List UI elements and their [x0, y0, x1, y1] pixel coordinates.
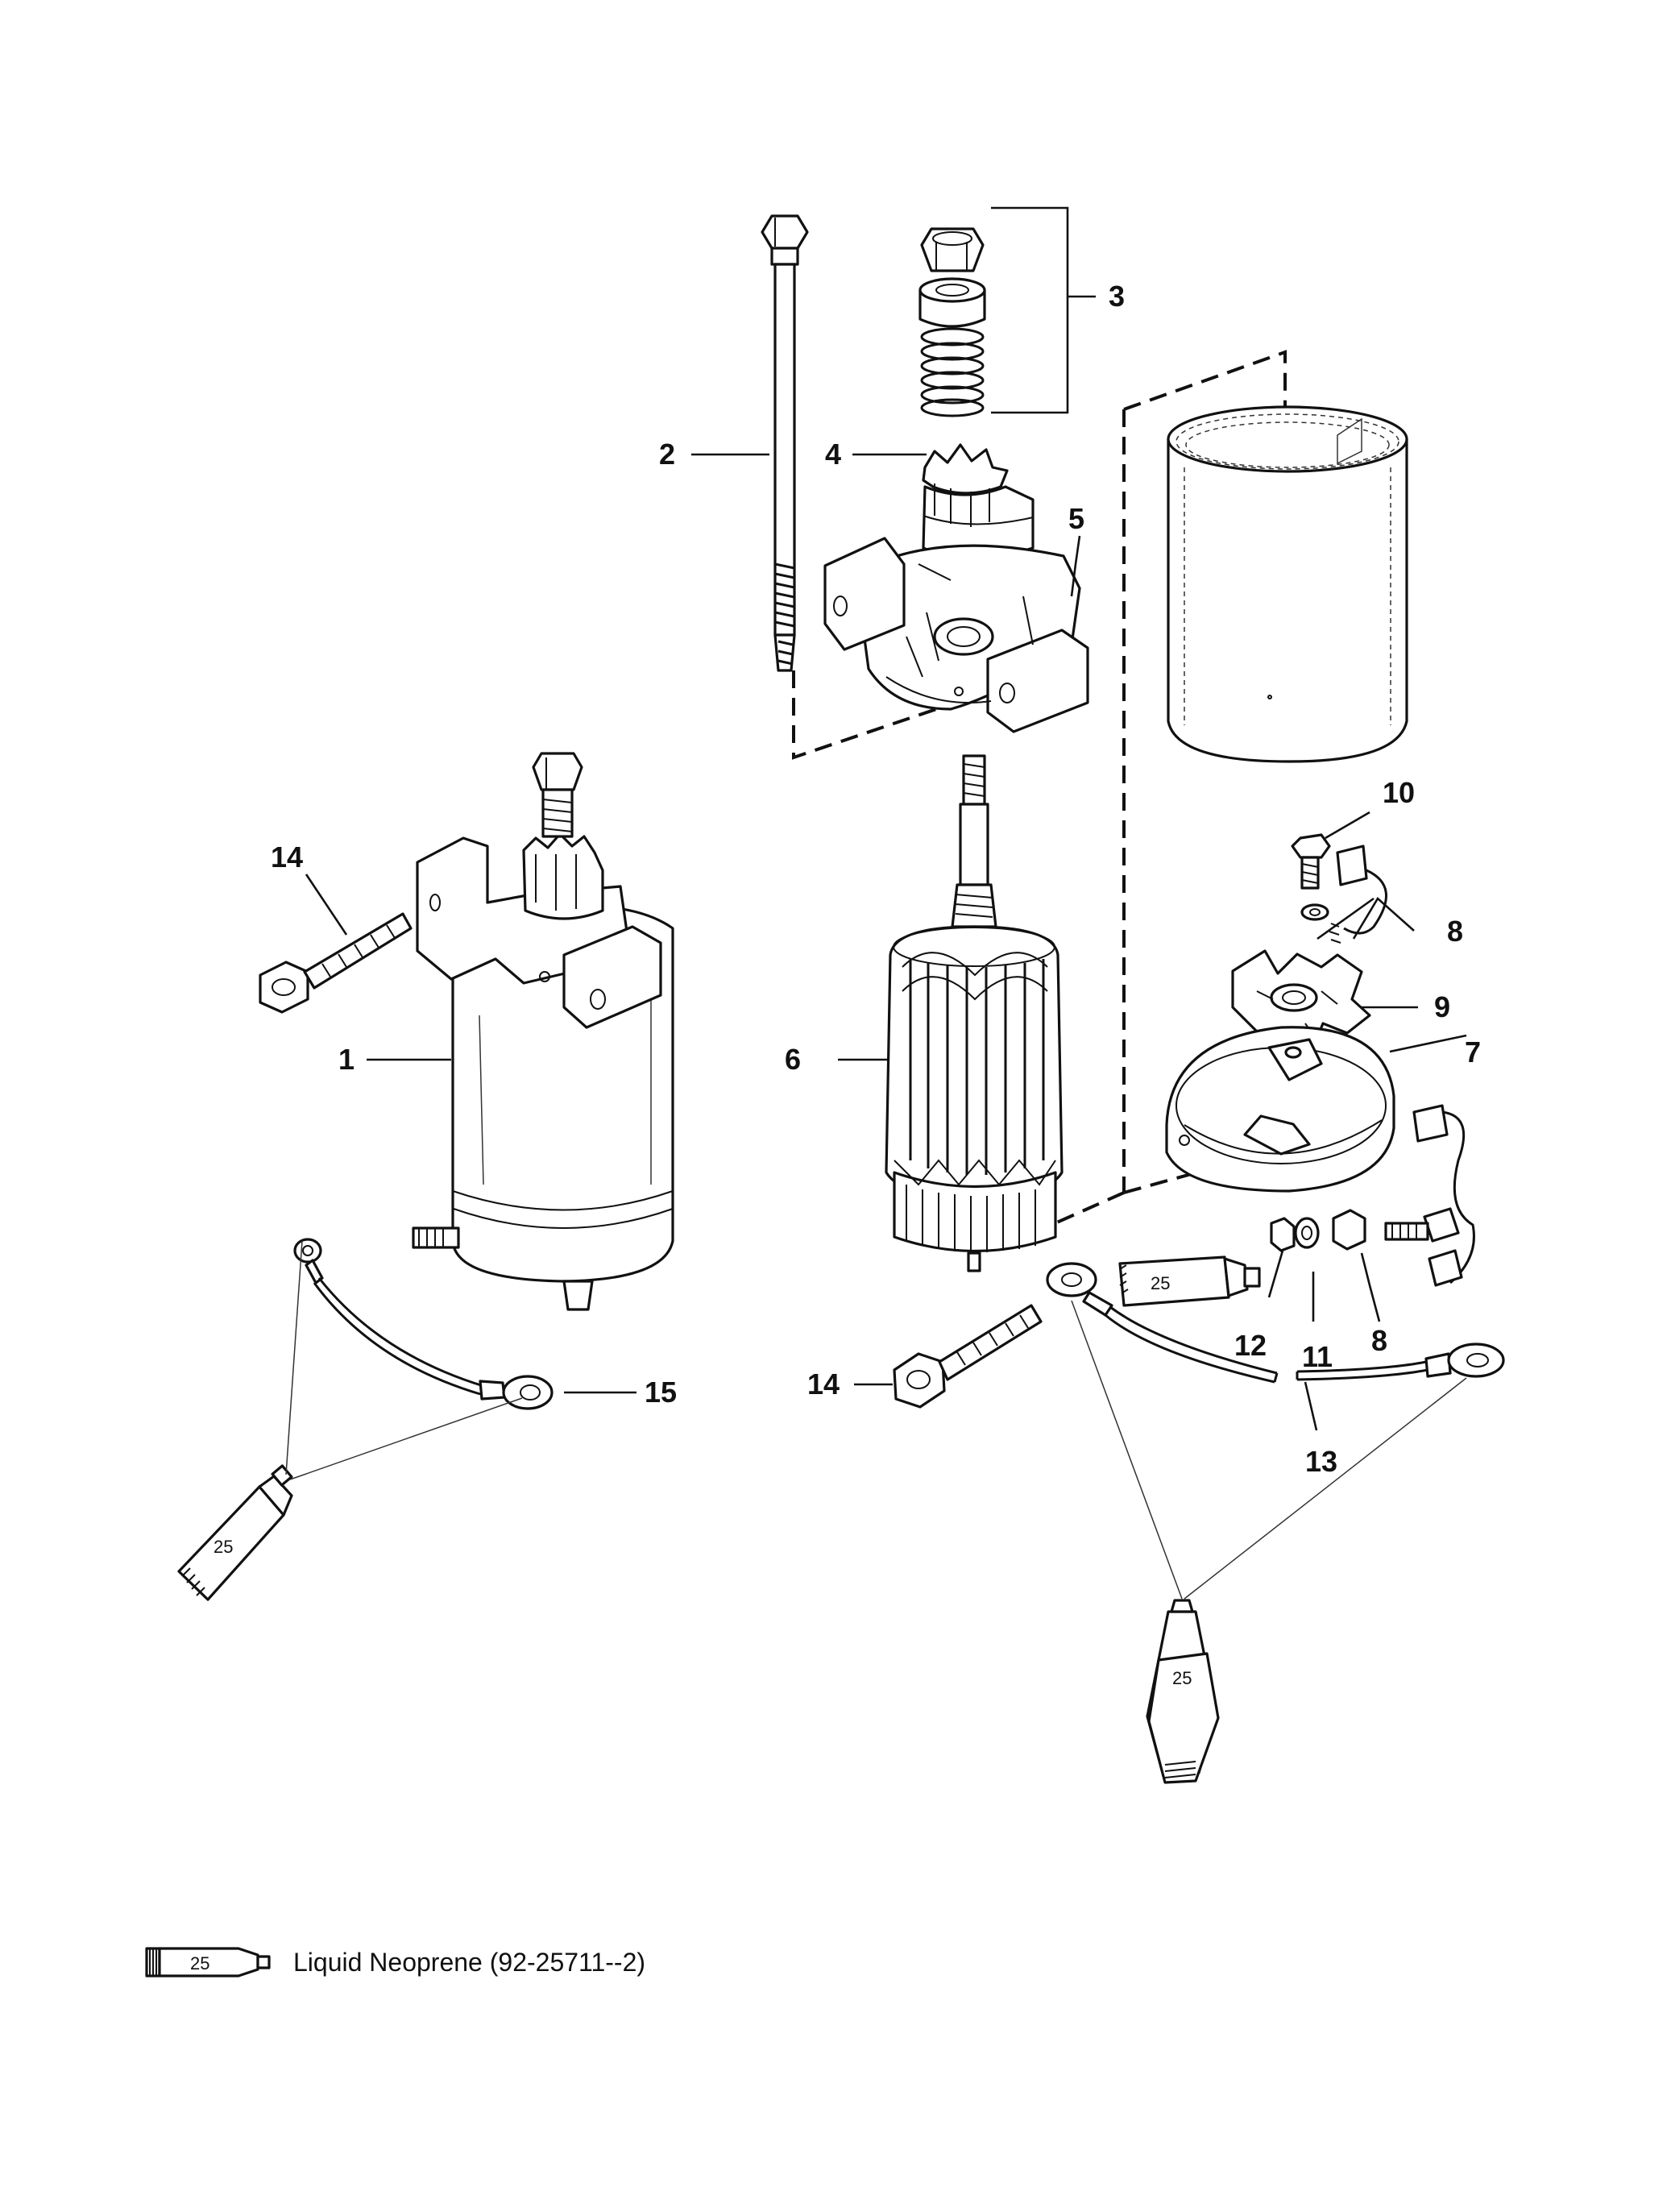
brush-screw	[1291, 833, 1331, 890]
callout-14-left: 14	[271, 840, 303, 874]
legend-tube-icon: 25	[145, 1947, 271, 1978]
callout-3: 3	[1109, 280, 1125, 313]
callout-11: 11	[1302, 1340, 1333, 1373]
terminal-bolt-lower	[1332, 1209, 1429, 1251]
sealant-tube-left: 25	[177, 1240, 523, 1601]
tube-label-left: 25	[214, 1537, 233, 1557]
callout-7: 7	[1465, 1035, 1481, 1069]
callout-8-lower: 8	[1371, 1324, 1387, 1357]
mounting-bolt-right	[893, 1304, 1043, 1409]
washer-and-nut	[1270, 1217, 1320, 1252]
callout-5: 5	[1068, 502, 1084, 535]
sealant-tube-right: 25	[1071, 1300, 1467, 1784]
starter-motor-assembly	[412, 752, 674, 1311]
motor-frame-sleeve	[1167, 405, 1408, 763]
callout-2: 2	[659, 438, 675, 471]
callout-8-upper: 8	[1447, 915, 1463, 948]
drive-end-cap	[823, 537, 1089, 733]
callout-15: 15	[645, 1376, 677, 1409]
callout-14-right: 14	[807, 1367, 840, 1401]
callout-leaders	[305, 453, 1467, 1431]
callout-6: 6	[785, 1043, 801, 1076]
legend-code: 25	[190, 1953, 209, 1973]
tube-label-right: 25	[1172, 1668, 1192, 1688]
through-bolt	[761, 214, 809, 672]
brush-with-spring-upper	[1300, 845, 1387, 944]
brush-with-lead-lower	[1412, 1104, 1475, 1287]
pinion-drive-gear	[922, 443, 1035, 560]
tube-label-applied: 25	[1151, 1273, 1170, 1293]
callout-10: 10	[1383, 776, 1415, 809]
callout-4: 4	[825, 438, 841, 471]
armature	[885, 754, 1064, 1272]
legend-description: Liquid Neoprene (92-25711--2)	[293, 1948, 645, 1977]
callout-13: 13	[1305, 1445, 1337, 1478]
mounting-bolt-left	[259, 912, 413, 1014]
starter-cable	[1046, 1262, 1505, 1384]
legend: 25 Liquid Neoprene (92-25711--2)	[145, 1947, 645, 1978]
callout-12: 12	[1234, 1329, 1267, 1362]
pinion-stack-kit	[918, 206, 1096, 417]
callout-1: 1	[338, 1043, 355, 1076]
commutator-end-cap	[1165, 1026, 1395, 1193]
callout-9: 9	[1434, 990, 1450, 1023]
callout-labels: 1 2 3 4 5 6 7 8 8 9 10 11 12 13 14 14 15	[271, 280, 1481, 1478]
sealant-tube-applied: 25	[1118, 1255, 1261, 1307]
